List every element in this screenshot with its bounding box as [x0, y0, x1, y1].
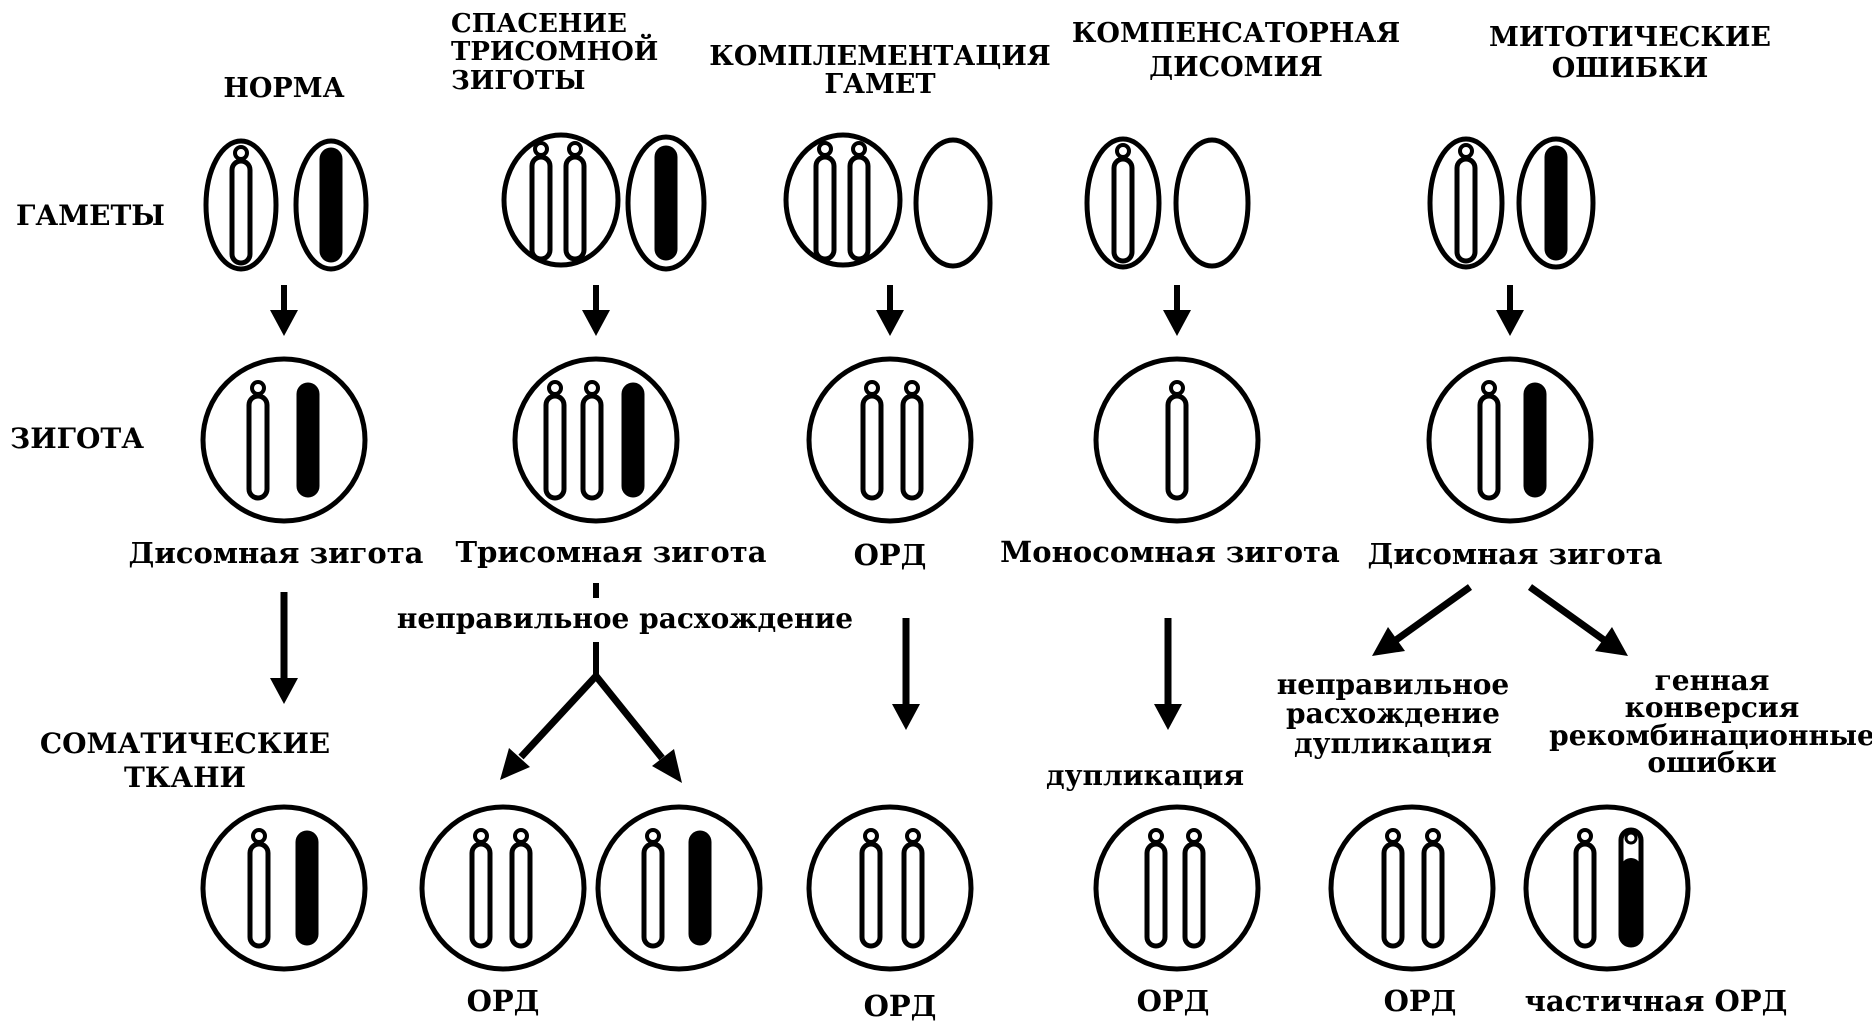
- row-label-somatic-tissues: СОМАТИЧЕСКИЕ ТКАНИ: [40, 727, 330, 794]
- maternal-chromosome: [512, 830, 530, 946]
- row-label-zygote: ЗИГОТА: [10, 423, 144, 454]
- maternal-chromosome: [1185, 830, 1203, 946]
- zygote-caption-trisomic: Трисомная зигота: [456, 536, 767, 568]
- paternal-chromosome: [1525, 384, 1545, 496]
- maternal-chromosome: [1480, 382, 1498, 498]
- paternal-chromosome: [623, 384, 643, 496]
- process-label-gene-conversion: генная конверсия рекомбинационные ошибки: [1549, 667, 1872, 777]
- gamete: [786, 135, 900, 265]
- zygote-upd: [809, 359, 971, 521]
- maternal-chromosome: [1384, 830, 1402, 946]
- paternal-chromosome: [321, 149, 341, 261]
- maternal-chromosome: [903, 382, 921, 498]
- paternal-chromosome: [1546, 147, 1566, 259]
- maternal-chromosome: [904, 830, 922, 946]
- maternal-chromosome: [472, 830, 490, 946]
- maternal-chromosome: [644, 830, 662, 946]
- empty-gamete: [916, 140, 990, 266]
- empty-gamete: [1176, 140, 1248, 266]
- somatic-cell-upd: [1331, 807, 1493, 969]
- paternal-chromosome: [298, 384, 318, 496]
- somatic-cell-upd: [422, 807, 584, 969]
- maternal-chromosome: [1114, 145, 1132, 261]
- column-title-trisomy-rescue: СПАСЕНИЕ ТРИСОМНОЙ ЗИГОТЫ: [451, 10, 658, 95]
- somatic-cell-norm: [203, 807, 365, 969]
- zygote-caption-upd: ОРД: [854, 539, 927, 571]
- maternal-chromosome: [1576, 830, 1594, 946]
- process-label-duplication: дупликация: [1046, 760, 1244, 791]
- outcome-label-partial-upd: частичная ОРД: [1525, 985, 1788, 1017]
- maternal-chromosome: [583, 382, 601, 498]
- zygote-disomic: [203, 359, 365, 521]
- process-label-nondisjunction-duplication: неправильное расхождение дупликация: [1277, 670, 1509, 758]
- maternal-chromosome: [546, 382, 564, 498]
- zygote-caption-disomic: Дисомная зигота: [1368, 538, 1663, 570]
- outcome-label-upd: ОРД: [1137, 985, 1210, 1017]
- maternal-chromosome: [816, 143, 834, 259]
- column-title-mitotic-errors: МИТОТИЧЕСКИЕ ОШИБКИ: [1489, 22, 1771, 84]
- maternal-chromosome: [1424, 830, 1442, 946]
- somatic-cell-disomic: [598, 807, 760, 969]
- maternal-chromosome: [249, 382, 267, 498]
- arrow-gametes-to-zygote: [270, 285, 1524, 336]
- maternal-chromosome: [566, 143, 584, 259]
- somatic-cell-upd: [809, 807, 971, 969]
- zygote-caption-disomic: Дисомная зигота: [129, 537, 424, 569]
- maternal-chromosome: [863, 382, 881, 498]
- somatic-cell-partial-upd: [1526, 807, 1688, 969]
- branch-arrows-mitotic: [1372, 587, 1628, 656]
- recombinant-chromosome: [1621, 830, 1641, 945]
- maternal-chromosome: [1147, 830, 1165, 946]
- maternal-chromosome: [1457, 145, 1475, 261]
- maternal-chromosome: [250, 830, 268, 946]
- zygote-caption-monosomic: Моносомная зигота: [1000, 536, 1340, 568]
- column-title-gamete-complementation: КОМПЛЕМЕНТАЦИЯ ГАМЕТ: [709, 43, 1050, 99]
- maternal-chromosome: [1168, 382, 1186, 498]
- maternal-chromosome: [862, 830, 880, 946]
- paternal-chromosome: [297, 832, 317, 944]
- maternal-chromosome: [532, 143, 550, 259]
- column-title-compensatory-disomy: КОМПЕНСАТОРНАЯ ДИСОМИЯ: [1072, 17, 1400, 85]
- paternal-chromosome: [690, 832, 710, 944]
- outcome-label-upd: ОРД: [467, 985, 540, 1017]
- process-label-nondisjunction: неправильное расхождение: [397, 603, 853, 634]
- zygote-disomic: [1429, 359, 1591, 521]
- maternal-chromosome: [232, 147, 250, 263]
- maternal-chromosome: [850, 143, 868, 259]
- gamete: [504, 135, 618, 265]
- row-label-gametes: ГАМЕТЫ: [16, 200, 165, 231]
- paternal-chromosome: [656, 147, 676, 259]
- column-title-norm: НОРМА: [223, 74, 344, 104]
- somatic-cell-upd: [1096, 807, 1258, 969]
- outcome-label-upd: ОРД: [864, 990, 937, 1022]
- outcome-label-upd: ОРД: [1384, 985, 1457, 1017]
